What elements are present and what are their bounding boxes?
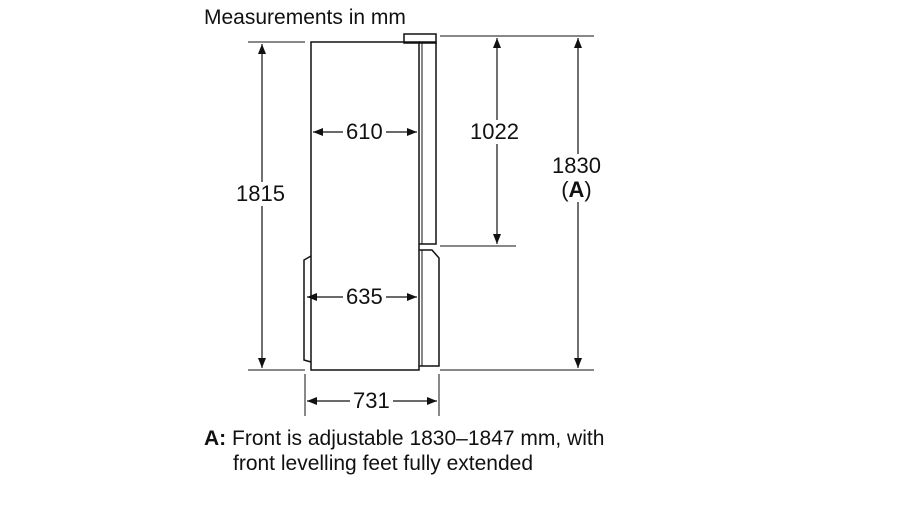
dim-label-1022: 1022 <box>467 120 522 144</box>
footnote-line-2: front levelling feet fully extended <box>233 452 534 475</box>
dim-label-1830: 1830 (A) <box>549 154 604 202</box>
dim-label-610: 610 <box>343 120 386 144</box>
top-hinge <box>403 33 437 44</box>
measurements-title: Measurements in mm <box>204 6 406 29</box>
dim-1830-value: 1830 <box>552 153 601 178</box>
cabinet-body <box>310 41 420 371</box>
appliance-outline <box>303 33 440 371</box>
upper-door <box>419 41 437 245</box>
extension-lines <box>248 35 594 416</box>
lower-door <box>419 249 440 367</box>
rear-compressor-bump <box>303 255 312 363</box>
dim-1830-ref: (A) <box>561 177 592 202</box>
dim-label-1815: 1815 <box>233 182 288 206</box>
dim-label-635: 635 <box>343 285 386 309</box>
dimension-lines <box>258 38 582 405</box>
footnote: A: Front is adjustable 1830–1847 mm, wit… <box>204 426 604 476</box>
footnote-line-1: A: Front is adjustable 1830–1847 mm, wit… <box>204 427 605 450</box>
dim-label-731: 731 <box>350 389 393 413</box>
footnote-key: A: <box>204 427 227 450</box>
